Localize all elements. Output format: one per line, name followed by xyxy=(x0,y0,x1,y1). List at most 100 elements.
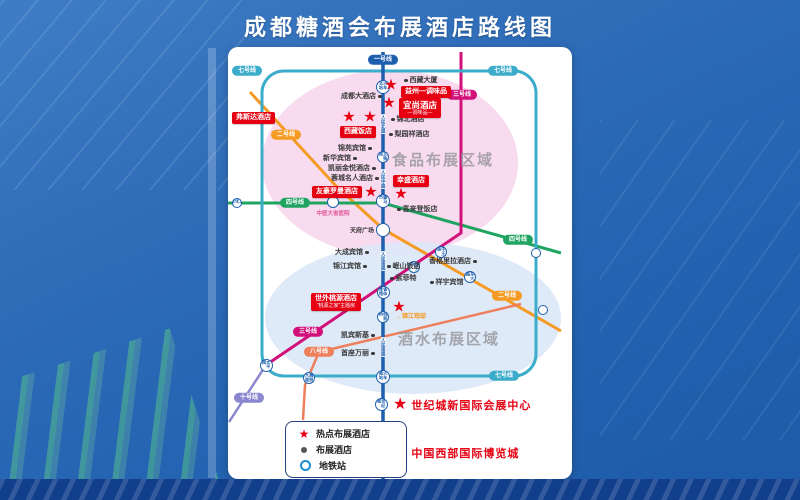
line-name-pill: 七号线 xyxy=(231,65,263,77)
hot-hotel-box: 益州—调味品 xyxy=(401,86,451,98)
exhibit-hotel-label: 新华宾馆 xyxy=(323,155,357,162)
exhibit-hotel-label: 首座万丽 xyxy=(341,350,375,357)
metro-station: 太平园 xyxy=(259,358,273,372)
hotel-name: 锦江宾馆 xyxy=(333,263,361,270)
hot-hotel-star-icon: ★ xyxy=(384,76,398,94)
footer-band xyxy=(0,479,800,500)
hot-hotel-box: 世外桃源酒店“桃源之家”主题房 xyxy=(311,293,361,311)
metro-station: 牛王庙 xyxy=(435,246,447,258)
hot-hotel-name: 世外桃源酒店 xyxy=(315,294,357,302)
exhibit-hotel-dot-icon xyxy=(301,446,307,453)
hotel-name: 索菲特 xyxy=(395,275,417,282)
exhibit-hotel-label: 锦江宾馆 xyxy=(333,263,367,270)
food-zone-ellipse xyxy=(262,70,518,256)
exhibit-hotel-label: 蓉城名人酒店 xyxy=(331,175,379,182)
exhibit-hotel-label: 凯丽金悦酒店 xyxy=(328,165,376,172)
hot-hotel-name: 友豪罗曼酒店 xyxy=(316,187,358,195)
hotel-name: 新华宾馆 xyxy=(323,155,351,162)
hotel-dot-icon xyxy=(430,280,434,285)
metro-station: 倪家桥 xyxy=(377,311,389,323)
hotel-dot-icon xyxy=(353,156,357,161)
venue-highlight: ★世纪城新国际会展中心 xyxy=(393,397,531,413)
station-label: 磨子桥 xyxy=(410,262,419,271)
hotel-name: 凯宾斯基 xyxy=(341,332,369,339)
station-label: 骡马市 xyxy=(379,195,389,204)
hot-hotel-box: 西藏饭店 xyxy=(340,126,376,138)
hot-hotel-star-icon: ★ xyxy=(394,185,408,203)
hotel-name: 锦北酒店 xyxy=(396,116,425,123)
station-label: 省体育馆 xyxy=(379,286,389,295)
exhibit-hotel-label: 喜来登饭店 xyxy=(397,206,438,213)
hotel-dot-icon xyxy=(365,250,369,255)
station-label: 天府广场 xyxy=(349,228,374,235)
hot-hotel-star-icon: ★ xyxy=(363,108,377,126)
station-label: 世纪城 xyxy=(377,398,387,407)
exhibit-hotel-label: 大成宾馆 xyxy=(335,249,369,256)
street-name-label: 人民北路 xyxy=(380,114,387,134)
venue-star-icon: ★ xyxy=(393,396,408,413)
hot-hotel-star-icon: ★ xyxy=(382,94,396,112)
metro-station xyxy=(538,305,548,315)
metro-station: 文殊院 xyxy=(377,151,389,163)
hotel-dot-icon xyxy=(363,264,367,269)
hot-hotel-name: 西藏饭店 xyxy=(344,127,372,135)
hot-hotel-name: 弗斯达酒店 xyxy=(236,113,271,121)
street-name-label: 人民中路 xyxy=(380,169,387,189)
hot-hotel-star-icon: ★ xyxy=(364,183,378,201)
hot-hotel-box: 幸盛酒店 xyxy=(393,175,429,187)
exhibit-hotel-label: 索菲特 xyxy=(390,275,417,282)
metro-station xyxy=(531,248,541,258)
venue-highlight: ★中国西部国际博览城 xyxy=(393,445,519,461)
exhibit-hotel-label: 成都大酒店 xyxy=(341,93,382,100)
hotel-dot-icon xyxy=(371,333,375,338)
line-3-path xyxy=(265,52,463,367)
hotel-name: 蓉城名人酒店 xyxy=(331,175,373,182)
hotel-dot-icon xyxy=(372,166,376,171)
wine-zone-ellipse xyxy=(265,242,561,394)
legend-label: 热点布展酒店 xyxy=(316,429,371,439)
venue-name: 世纪城新国际会展中心 xyxy=(411,400,532,412)
line-name-pill: 七号线 xyxy=(488,370,520,382)
line-8-path xyxy=(301,302,522,421)
metro-station xyxy=(327,196,339,208)
hotel-dot-icon xyxy=(371,351,375,356)
hotel-dot-icon xyxy=(375,176,379,181)
station-label: 火车北站 xyxy=(379,81,389,90)
hotel-dot-icon xyxy=(404,78,408,83)
station-label: 太平园 xyxy=(262,359,272,368)
station-label: 文化宫 xyxy=(233,199,241,204)
station-label: 文殊院 xyxy=(379,152,388,161)
hot-hotel-name: 幸盛酒店 xyxy=(397,176,425,184)
legend-label: 布展酒店 xyxy=(316,445,353,455)
hotel-dot-icon xyxy=(389,132,393,137)
hot-hotel-star-icon: ★ xyxy=(342,108,356,126)
hotel-name: 岷山饭店 xyxy=(392,263,421,270)
metro-station: 省体育馆 xyxy=(376,285,390,299)
line-name-pill: 四号线 xyxy=(279,197,311,209)
line-7-path xyxy=(260,69,538,378)
line-name-pill: 八号线 xyxy=(303,346,335,358)
hotel-dot-icon xyxy=(378,94,382,99)
street-name-label: 人民南路 xyxy=(380,337,387,357)
food-zone-label: 食品布展区域 xyxy=(392,152,495,169)
line-name-pill: 四号线 xyxy=(502,234,534,246)
hot-hotel-box: 弗斯达酒店 xyxy=(232,112,275,124)
exhibit-hotel-label: 锦北酒店 xyxy=(391,116,425,123)
hot-hotel-subtitle: —调味品— xyxy=(407,110,433,117)
venue-name: 中国西部国际博览城 xyxy=(411,448,520,460)
hotel-dot-icon xyxy=(390,276,394,281)
station-label: 倪家桥 xyxy=(379,312,388,321)
hot-hotel-subtitle: “桃源之家”主题房 xyxy=(316,303,356,310)
exhibit-hotel-label: 香格里拉酒店 xyxy=(429,258,477,265)
metro-station: 高朋大道 xyxy=(303,372,315,384)
hotel-dot-icon xyxy=(391,117,395,122)
hotel-name: 成都大酒店 xyxy=(341,93,376,100)
hotel-dot-icon xyxy=(473,259,477,264)
map-annotation: →锦江观邸 xyxy=(396,314,427,320)
station-label: 火车南站 xyxy=(379,371,389,380)
legend-label: 地铁站 xyxy=(319,461,347,471)
legend: ★ 热点布展酒店 布展酒店 地铁站 xyxy=(285,421,407,478)
metro-station: 火车北站 xyxy=(376,80,390,94)
